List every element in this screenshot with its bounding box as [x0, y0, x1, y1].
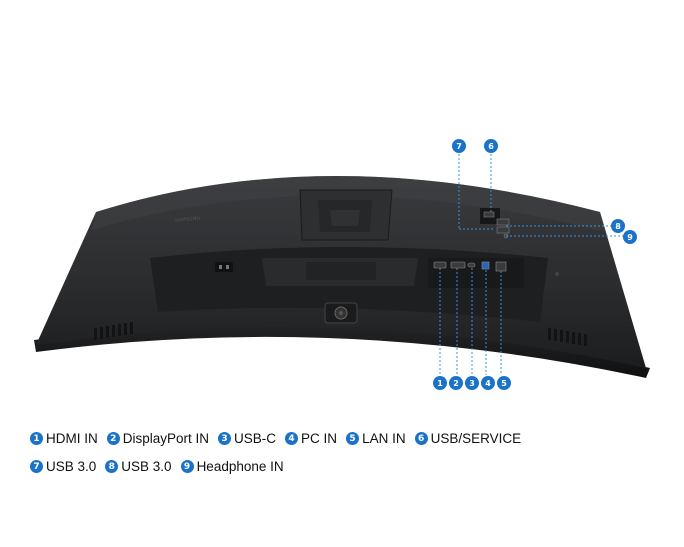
callout-marker-3: 3	[465, 376, 479, 390]
svg-text:6: 6	[488, 142, 494, 151]
legend-badge: 1	[30, 432, 43, 445]
callout-marker-8: 8	[611, 219, 625, 233]
legend-badge: 5	[346, 432, 360, 445]
svg-text:9: 9	[627, 233, 633, 242]
port-legend-row-2: 7 USB 3.0 8 USB 3.0 9 Headphone IN	[30, 459, 293, 474]
port-cluster	[428, 258, 524, 288]
callout-marker-2: 2	[449, 376, 463, 390]
legend-badge: 8	[105, 460, 119, 473]
callout-marker-1: 1	[433, 376, 447, 390]
stand-mount	[299, 189, 393, 241]
svg-text:4: 4	[485, 379, 491, 388]
legend-badge: 3	[218, 432, 232, 445]
legend-label: USB/SERVICE	[430, 431, 522, 446]
svg-text:5: 5	[501, 379, 507, 388]
vent-left	[94, 322, 133, 340]
legend-label: USB-C	[234, 431, 277, 446]
svg-text:3: 3	[469, 379, 475, 388]
legend-badge: 6	[414, 432, 428, 445]
svg-text:7: 7	[456, 142, 462, 151]
port-legend-row-1: 1 HDMI IN 2 DisplayPort IN 3 USB-C 4 PC …	[30, 431, 530, 446]
callout-marker-7: 7	[452, 139, 466, 153]
legend-item-usb-service: 6 USB/SERVICE	[414, 431, 522, 446]
legend-label: Headphone IN	[196, 459, 284, 474]
legend-item-hdmi-in: 1 HDMI IN	[30, 431, 98, 446]
legend-badge: 4	[285, 432, 299, 445]
legend-label: USB 3.0	[121, 459, 172, 474]
svg-text:2: 2	[453, 379, 459, 388]
legend-item-headphone-in: 9 Headphone IN	[180, 459, 284, 474]
legend-item-displayport-in: 2 DisplayPort IN	[106, 431, 210, 446]
legend-label: LAN IN	[362, 431, 406, 446]
callout-marker-5: 5	[497, 376, 511, 390]
svg-text:8: 8	[615, 222, 621, 231]
svg-text:1: 1	[437, 379, 443, 388]
callout-marker-4: 4	[481, 376, 495, 390]
legend-label: HDMI IN	[46, 431, 98, 446]
legend-badge: 9	[180, 460, 194, 473]
legend-label: USB 3.0	[46, 459, 97, 474]
legend-item-lan-in: 5 LAN IN	[346, 431, 406, 446]
vent-right	[548, 328, 587, 346]
callout-markers: 1 2 3 4 5 6 7 8 9	[433, 139, 637, 390]
legend-item-usb-3-a: 7 USB 3.0	[30, 459, 96, 474]
svg-text:SAMSUNG: SAMSUNG	[175, 215, 201, 224]
legend-badge: 7	[30, 460, 43, 473]
legend-label: DisplayPort IN	[122, 431, 210, 446]
legend-item-usb-3-b: 8 USB 3.0	[105, 459, 172, 474]
legend-item-pc-in: 4 PC IN	[285, 431, 337, 446]
legend-badge: 2	[106, 432, 120, 445]
legend-label: PC IN	[301, 431, 338, 446]
side-port-cluster	[480, 208, 510, 239]
legend-item-usb-c: 3 USB-C	[218, 431, 276, 446]
joystick-control-icon	[324, 302, 358, 324]
callout-lines	[439, 154, 624, 375]
callout-marker-6: 6	[484, 139, 498, 153]
monitor-back: SAMSUNG	[34, 176, 650, 378]
callout-marker-9: 9	[623, 230, 637, 244]
power-connector-icon	[215, 262, 233, 272]
